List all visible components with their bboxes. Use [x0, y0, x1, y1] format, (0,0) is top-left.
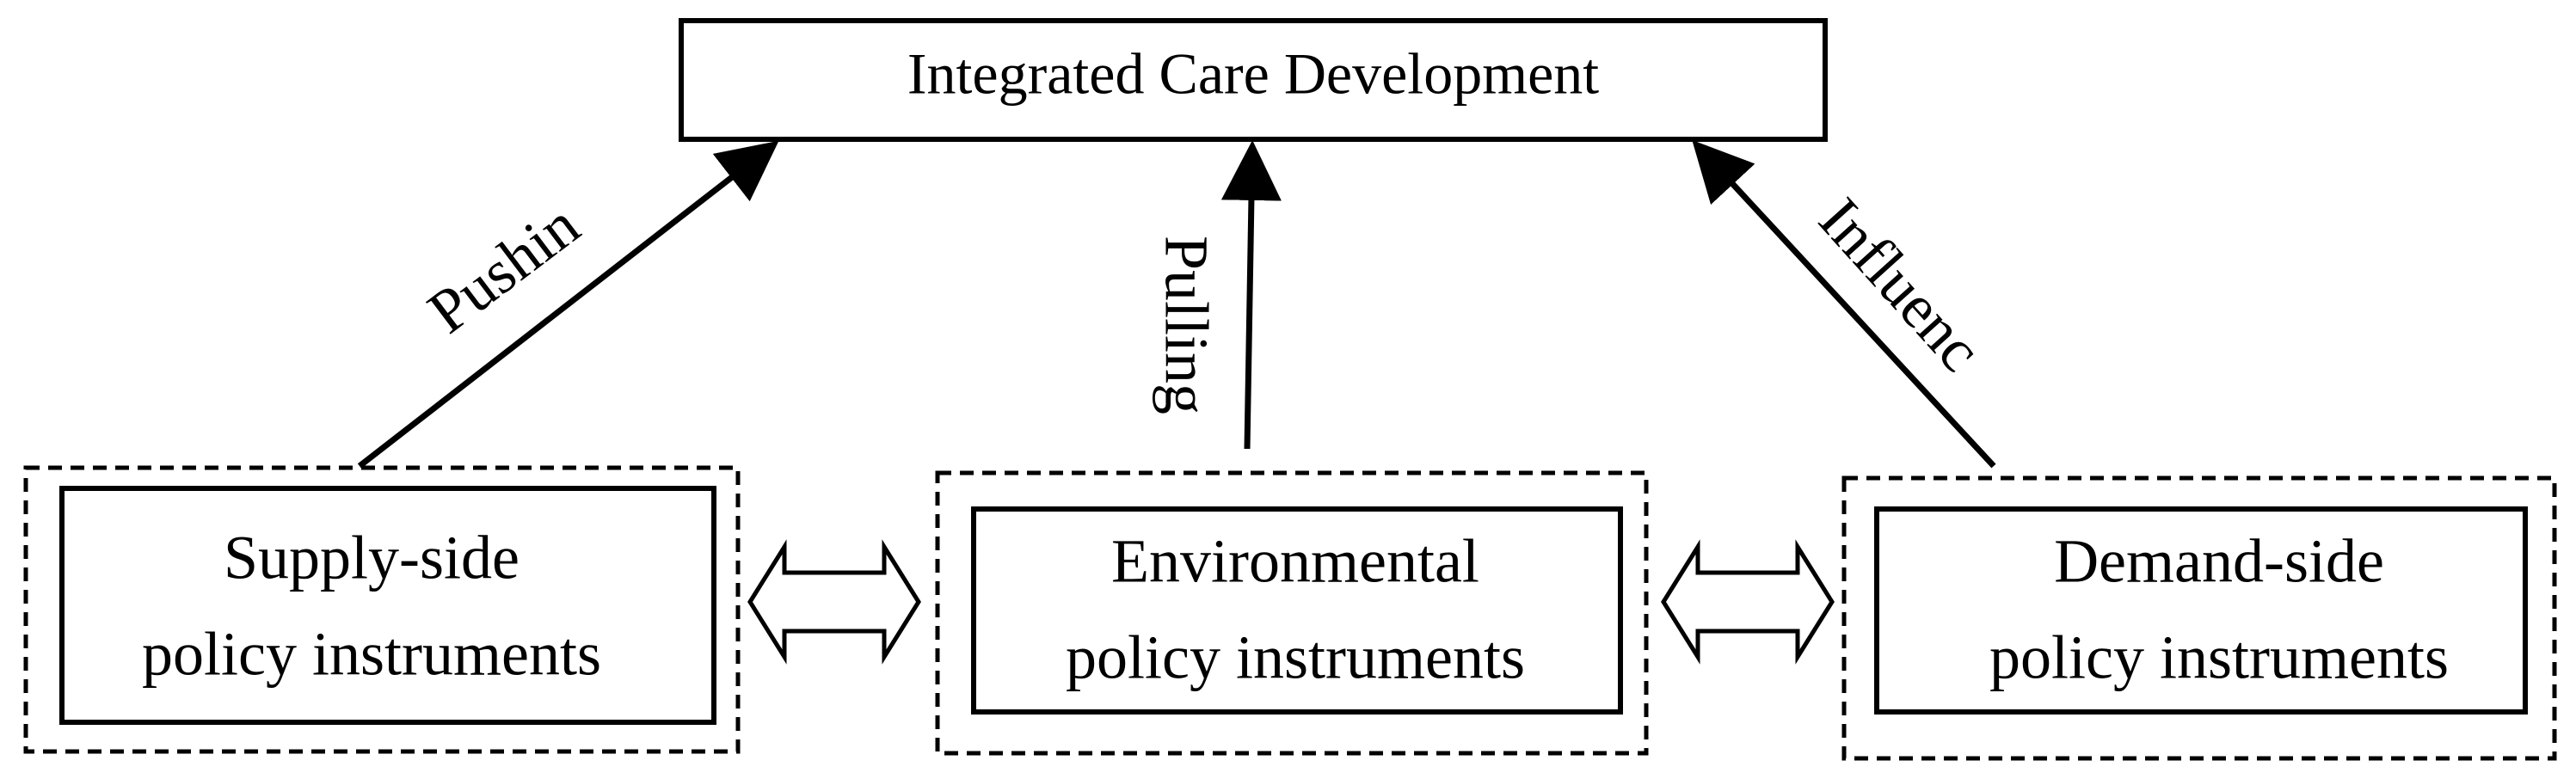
- influencing-label: Influenc: [1806, 185, 1995, 384]
- environmental-group: Environmental policy instruments: [935, 470, 1649, 756]
- environmental-demand-double-arrow: [1661, 539, 1835, 665]
- environmental-dashed-border: [935, 470, 1649, 756]
- integrated-care-box-border: [679, 18, 1828, 142]
- environmental-label-line2: policy instruments: [1066, 623, 1525, 692]
- demand-side-label-line1: Demand-side: [2054, 527, 2384, 596]
- pulling-label: Pulling: [1152, 236, 1220, 414]
- demand-side-dashed-border: [1841, 475, 2557, 761]
- supply-side-box: [59, 486, 716, 725]
- supply-side-label-line2: policy instruments: [142, 620, 601, 689]
- demand-side-box: [1874, 506, 2528, 715]
- influencing-arrow: [1692, 139, 1996, 469]
- environmental-box: [971, 506, 1623, 715]
- pulling-arrow: [1220, 140, 1282, 450]
- demand-side-label-line2: policy instruments: [1989, 623, 2449, 692]
- supply-side-label-line1: Supply-side: [224, 524, 520, 592]
- pushing-arrow: [357, 140, 779, 469]
- supply-side-dashed-border: [23, 465, 741, 754]
- demand-side-group: Demand-side policy instruments: [1841, 475, 2557, 761]
- supply-side-group: Supply-side policy instruments: [23, 465, 741, 754]
- integrated-care-box: Integrated Care Development: [679, 18, 1828, 142]
- supply-environmental-double-arrow: [747, 539, 921, 665]
- integrated-care-title: Integrated Care Development: [907, 41, 1599, 107]
- environmental-label-line1: Environmental: [1111, 527, 1479, 596]
- pushing-label: Pushin: [415, 190, 592, 347]
